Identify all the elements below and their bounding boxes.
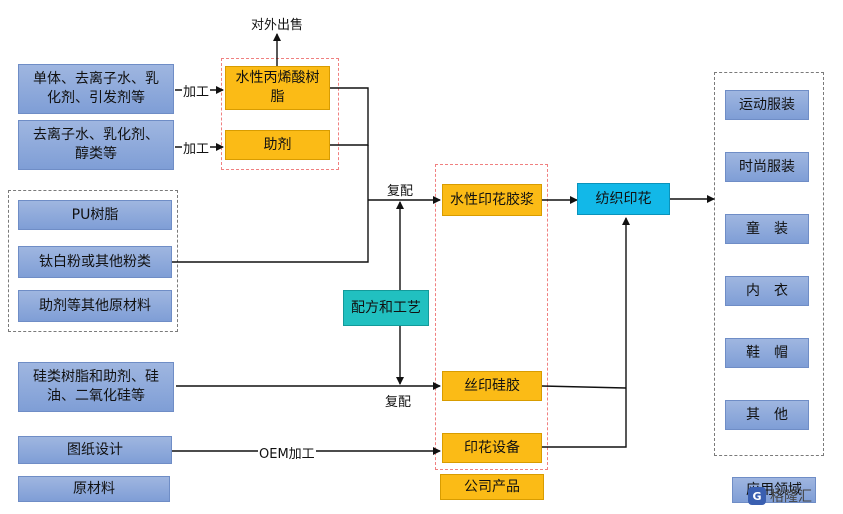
acrylic-inputs-box: 单体、去离子水、乳化剂、引发剂等: [18, 64, 174, 114]
drawing-design-box: 图纸设计: [18, 436, 172, 464]
compound-label-2: 复配: [385, 395, 412, 410]
applications-frame: [714, 72, 824, 456]
application-item: 内 衣: [725, 276, 809, 306]
formula-process-box: 配方和工艺: [343, 290, 429, 326]
line-silicone-right: [541, 385, 627, 389]
merge-titanium: [172, 200, 369, 263]
resin-products-frame: [221, 58, 339, 170]
legend-company-products: 公司产品: [440, 474, 544, 500]
arrow-up-to-textile: [542, 217, 630, 448]
textile-printing-box: 纺织印花: [577, 183, 670, 215]
process-label-2: 加工: [182, 138, 211, 157]
paste-inputs-frame: [8, 190, 178, 332]
external-sale-label: 对外出售: [251, 18, 304, 33]
water-paste-box: 水性印花胶浆: [442, 184, 542, 216]
application-item: 运动服装: [725, 90, 809, 120]
process-label-1: 加工: [182, 81, 211, 100]
merge-resin-aux: [330, 87, 369, 146]
gelonghui-logo-icon: G: [748, 487, 766, 505]
pu-resin-box: PU树脂: [18, 200, 172, 230]
oem-label: OEM加工: [258, 443, 316, 462]
aux-inputs-box: 去离子水、乳化剂、醇类等: [18, 120, 174, 170]
auxiliary-box: 助剂: [225, 130, 330, 160]
silicone-inputs-box: 硅类树脂和助剂、硅油、二氧化硅等: [18, 362, 174, 412]
compound-label-1: 复配: [387, 184, 414, 199]
application-item: 时尚服装: [725, 152, 809, 182]
company-products-frame: [435, 164, 548, 470]
acrylic-resin-box: 水性丙烯酸树脂: [225, 66, 330, 110]
watermark: G 格隆汇: [748, 486, 812, 506]
titanium-box: 钛白粉或其他粉类: [18, 246, 172, 278]
legend-raw-materials: 原材料: [18, 476, 170, 502]
application-item: 童 装: [725, 214, 809, 244]
silk-silicone-box: 丝印硅胶: [442, 371, 542, 401]
application-item: 其 他: [725, 400, 809, 430]
printing-equipment-box: 印花设备: [442, 433, 542, 463]
watermark-text: 格隆汇: [770, 489, 812, 505]
aux-other-box: 助剂等其他原材料: [18, 290, 172, 322]
application-item: 鞋 帽: [725, 338, 809, 368]
